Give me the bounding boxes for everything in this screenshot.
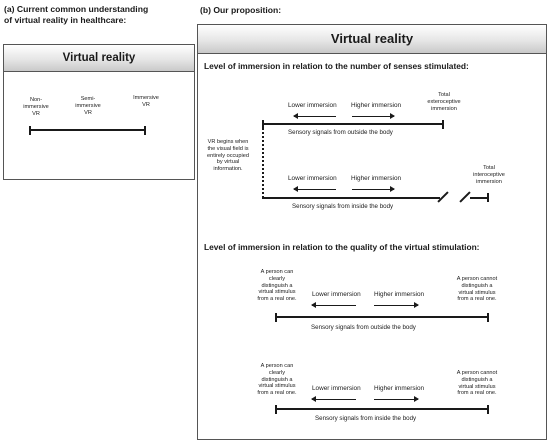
scale-end-tick bbox=[144, 126, 146, 135]
label-line: Non- bbox=[29, 97, 43, 103]
label-line: interoceptive bbox=[473, 171, 505, 178]
lower-immersion-label: Lower immersion bbox=[312, 291, 361, 298]
label-line: VR bbox=[84, 109, 92, 116]
panel-b-heading: (b) Our proposition: bbox=[200, 5, 282, 15]
arrow-right-icon bbox=[352, 112, 395, 120]
label-line: the visual field is bbox=[207, 145, 249, 152]
section-quality-title: Level of immersion in relation to the qu… bbox=[204, 242, 480, 252]
interoceptive-scale-line-b bbox=[470, 197, 489, 199]
label-line: from a real one. bbox=[257, 296, 297, 303]
section-senses-title: Level of immersion in relation to the nu… bbox=[204, 61, 469, 71]
label-line: immersive bbox=[23, 103, 49, 110]
arrow-right-icon bbox=[374, 395, 419, 403]
panel-b-box: Virtual reality Level of immersion in re… bbox=[197, 24, 547, 440]
vr-begins-note: VR begins when the visual field is entir… bbox=[198, 139, 258, 173]
quality-inside-scale-line bbox=[275, 408, 489, 410]
panel-a-heading-line-2: of virtual reality in healthcare: bbox=[4, 14, 127, 25]
label-line: VR bbox=[32, 110, 40, 117]
label-line: Semi- bbox=[80, 96, 96, 102]
label-line: virtual stimulus bbox=[458, 383, 496, 390]
label-line: information. bbox=[213, 166, 243, 173]
vr-begins-dotted-line bbox=[262, 128, 264, 198]
label-line: exteroceptive bbox=[427, 98, 461, 105]
higher-immersion-label: Higher immersion bbox=[351, 175, 402, 182]
label-line: distinguish a bbox=[461, 282, 493, 289]
label-line: immersion bbox=[431, 105, 457, 112]
label-line: VR begins when bbox=[207, 139, 249, 145]
label-line: from a real one. bbox=[257, 390, 297, 397]
quality-outside-scale-line bbox=[275, 316, 489, 318]
immersion-scale-line bbox=[29, 129, 146, 131]
scale-end-tick bbox=[487, 405, 489, 414]
higher-immersion-label: Higher immersion bbox=[351, 102, 402, 109]
scale-end-tick bbox=[487, 193, 489, 202]
label-non-immersive-vr: Non- immersive VR bbox=[18, 97, 54, 117]
label-line: A person can bbox=[260, 363, 294, 369]
panel-a-box: Virtual reality Non- immersive VR Semi- … bbox=[3, 44, 195, 180]
label-line: Immersive bbox=[133, 95, 159, 101]
higher-immersion-label: Higher immersion bbox=[374, 385, 425, 392]
label-line: A person cannot bbox=[456, 276, 498, 282]
label-line: Total bbox=[438, 92, 450, 98]
higher-immersion-label: Higher immersion bbox=[374, 291, 425, 298]
arrow-right-icon bbox=[374, 301, 419, 309]
label-immersive-vr: Immersive VR bbox=[126, 95, 166, 109]
label-line: by virtual bbox=[216, 159, 240, 166]
sensory-signals-outside-label: Sensory signals from outside the body bbox=[288, 129, 393, 136]
panel-a-box-title: Virtual reality bbox=[4, 45, 194, 72]
arrow-left-icon bbox=[311, 395, 356, 403]
can-distinguish-label: A person can clearly distinguish a virtu… bbox=[248, 269, 306, 303]
arrow-left-icon bbox=[293, 112, 336, 120]
scale-end-tick bbox=[487, 313, 489, 322]
label-line: clearly bbox=[268, 275, 286, 282]
panel-a-heading: (a) Current common understanding of virt… bbox=[4, 4, 148, 25]
label-line: from a real one. bbox=[457, 390, 497, 397]
cannot-distinguish-label: A person cannot distinguish a virtual st… bbox=[446, 370, 508, 397]
can-distinguish-label: A person can clearly distinguish a virtu… bbox=[248, 363, 306, 397]
label-line: Total bbox=[483, 165, 495, 171]
label-line: distinguish a bbox=[461, 376, 493, 383]
sensory-signals-inside-label: Sensory signals from inside the body bbox=[292, 203, 394, 210]
label-line: immersion bbox=[476, 178, 502, 185]
label-line: distinguish a bbox=[261, 376, 293, 383]
label-line: immersive bbox=[75, 102, 101, 109]
sensory-signals-inside-label: Sensory signals from inside the body bbox=[315, 415, 417, 422]
panel-b-box-title: Virtual reality bbox=[198, 25, 546, 54]
interoceptive-scale-line-a bbox=[262, 197, 440, 199]
lower-immersion-label: Lower immersion bbox=[288, 175, 337, 182]
label-line: clearly bbox=[268, 369, 286, 376]
total-exteroceptive-immersion-label: Total exteroceptive immersion bbox=[420, 92, 468, 112]
label-line: A person cannot bbox=[456, 370, 498, 376]
lower-immersion-label: Lower immersion bbox=[288, 102, 337, 109]
total-interoceptive-immersion-label: Total interoceptive immersion bbox=[466, 165, 512, 185]
label-line: distinguish a bbox=[261, 282, 293, 289]
arrow-right-icon bbox=[352, 185, 395, 193]
axis-break-icon bbox=[459, 191, 471, 203]
label-line: virtual stimulus bbox=[458, 289, 496, 296]
cannot-distinguish-label: A person cannot distinguish a virtual st… bbox=[446, 276, 508, 303]
arrow-left-icon bbox=[311, 301, 356, 309]
label-line: A person can bbox=[260, 269, 294, 275]
panel-a-heading-line-1: (a) Current common understanding bbox=[4, 4, 149, 14]
label-line: from a real one. bbox=[457, 296, 497, 303]
label-line: entirely occupied bbox=[207, 152, 249, 159]
scale-end-tick bbox=[442, 120, 444, 129]
exteroceptive-scale-line bbox=[262, 123, 444, 125]
label-line: virtual stimulus bbox=[258, 289, 296, 296]
lower-immersion-label: Lower immersion bbox=[312, 385, 361, 392]
label-line: VR bbox=[142, 101, 150, 108]
label-semi-immersive-vr: Semi- immersive VR bbox=[68, 96, 108, 116]
arrow-left-icon bbox=[293, 185, 336, 193]
sensory-signals-outside-label: Sensory signals from outside the body bbox=[311, 324, 416, 331]
label-line: virtual stimulus bbox=[258, 383, 296, 390]
